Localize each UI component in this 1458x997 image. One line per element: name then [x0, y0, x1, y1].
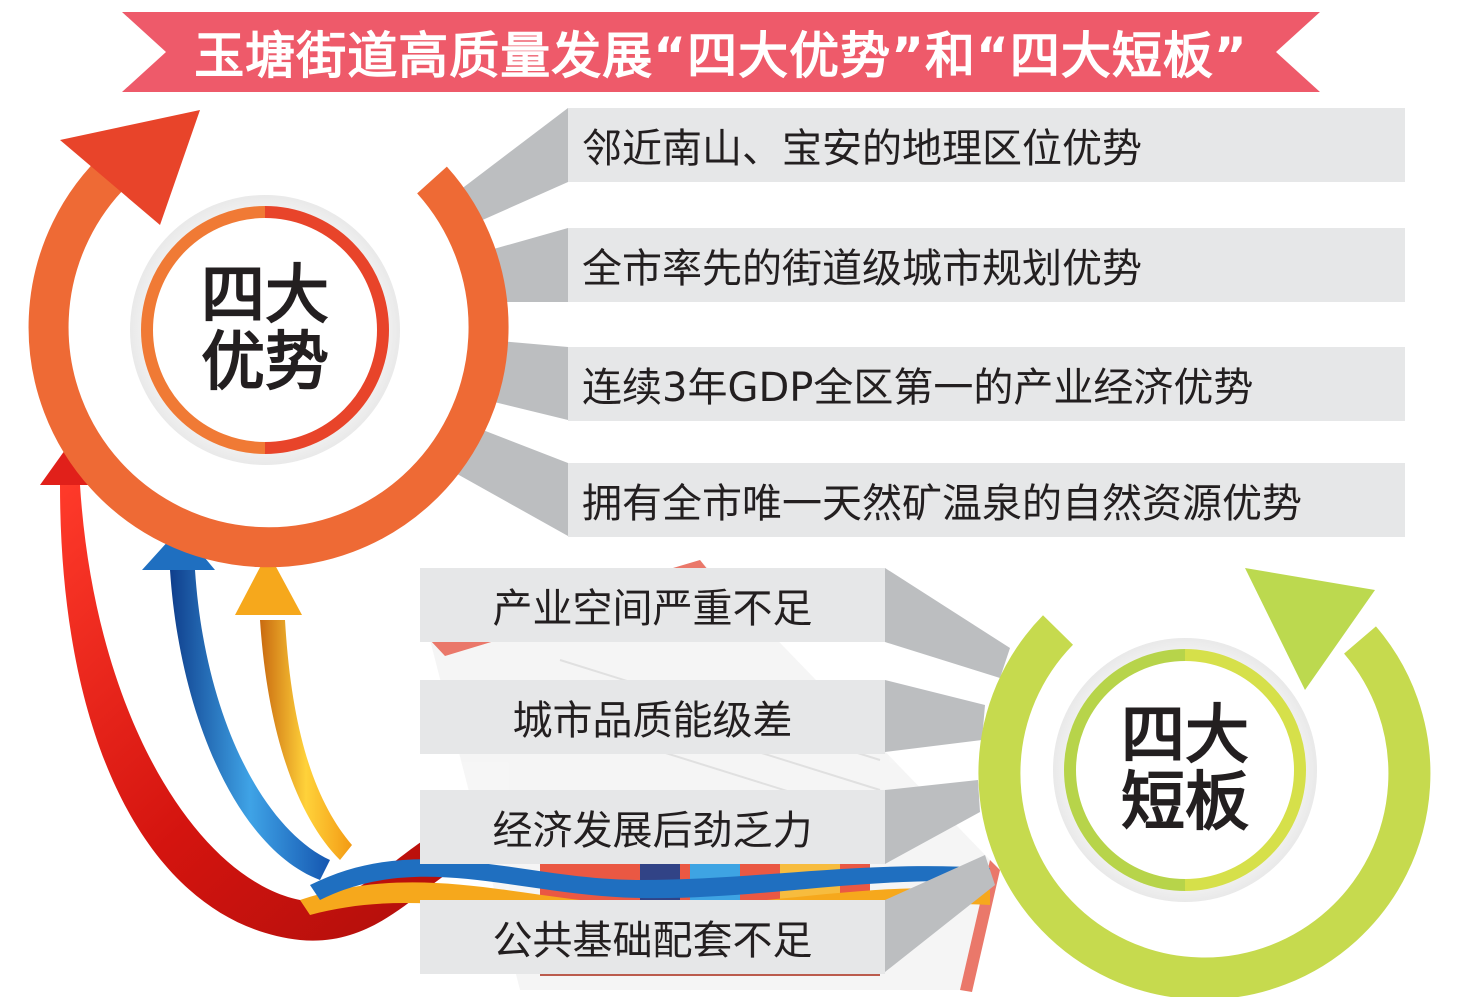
- page-title: 玉塘街道高质量发展“四大优势”和“四大短板”: [194, 27, 1248, 85]
- advantage-item: 连续3年GDP全区第一的产业经济优势: [568, 347, 1405, 421]
- shortcomings-label: 四大 短板: [1090, 680, 1280, 860]
- shortcomings-label-line1: 四大: [1121, 698, 1249, 773]
- shortcoming-item-label: 产业空间严重不足: [492, 586, 813, 632]
- advantage-item-label: 拥有全市唯一天然矿温泉的自然资源优势: [582, 481, 1302, 527]
- advantage-item: 邻近南山、宝安的地理区位优势: [568, 108, 1405, 182]
- shortcoming-item: 产业空间严重不足: [420, 568, 885, 642]
- shortcoming-item-label: 城市品质能级差: [512, 698, 793, 744]
- advantage-item-label: 全市率先的街道级城市规划优势: [582, 246, 1142, 292]
- advantage-item: 拥有全市唯一天然矿温泉的自然资源优势: [568, 463, 1405, 537]
- advantages-label-line1: 四大: [201, 258, 329, 333]
- advantage-item-label: 邻近南山、宝安的地理区位优势: [582, 126, 1142, 172]
- shortcoming-connectors: [885, 568, 1010, 972]
- shortcomings-label-line2: 短板: [1121, 766, 1249, 840]
- advantage-item-label: 连续3年GDP全区第一的产业经济优势: [582, 365, 1254, 411]
- advantage-item: 全市率先的街道级城市规划优势: [568, 228, 1405, 302]
- advantages-ring: [28, 110, 509, 568]
- shortcoming-item-label: 经济发展后劲乏力: [492, 808, 813, 854]
- shortcoming-item: 城市品质能级差: [420, 680, 885, 754]
- shortcoming-item: 公共基础配套不足: [420, 900, 885, 974]
- advantage-connectors: [450, 108, 568, 536]
- advantages-label-line2: 优势: [201, 326, 329, 400]
- advantages-label: 四大 优势: [165, 235, 365, 425]
- shortcomings-ring: [978, 568, 1431, 997]
- shortcoming-item: 经济发展后劲乏力: [420, 790, 885, 864]
- shortcoming-item-label: 公共基础配套不足: [492, 918, 813, 964]
- title-banner: [122, 12, 1320, 92]
